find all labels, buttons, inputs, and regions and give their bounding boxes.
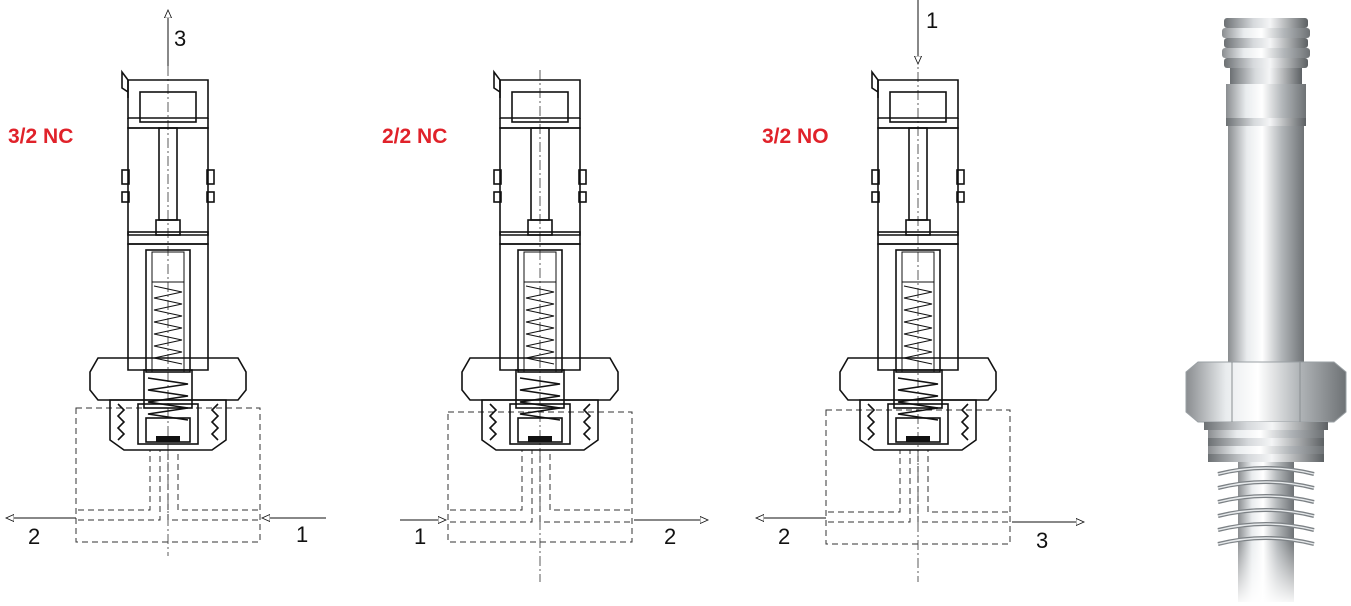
- port-label-top: 1: [926, 8, 938, 33]
- variant-label: 3/2 NC: [8, 125, 73, 148]
- solenoid-armature-tube-photo: [1185, 18, 1347, 606]
- port-label-left: 2: [28, 524, 40, 549]
- port-label-right: 3: [1036, 528, 1048, 553]
- port-label-left: 2: [778, 524, 790, 549]
- valve-variant-3-2-no: 3/2 NO 1 2 3: [756, 0, 1084, 582]
- port-label-top: 3: [174, 26, 186, 51]
- variant-label: 3/2 NO: [762, 125, 829, 148]
- port-label-right: 2: [664, 524, 676, 549]
- valve-cross-section: [461, 71, 619, 451]
- port-label-left: 1: [414, 524, 426, 549]
- port-label-right: 1: [296, 522, 308, 547]
- variant-label: 2/2 NC: [382, 125, 447, 148]
- valve-variant-2-2-nc: 2/2 NC 1 2: [382, 70, 708, 582]
- valve-variant-3-2-nc: 3/2 NC 3 2 1: [6, 10, 326, 556]
